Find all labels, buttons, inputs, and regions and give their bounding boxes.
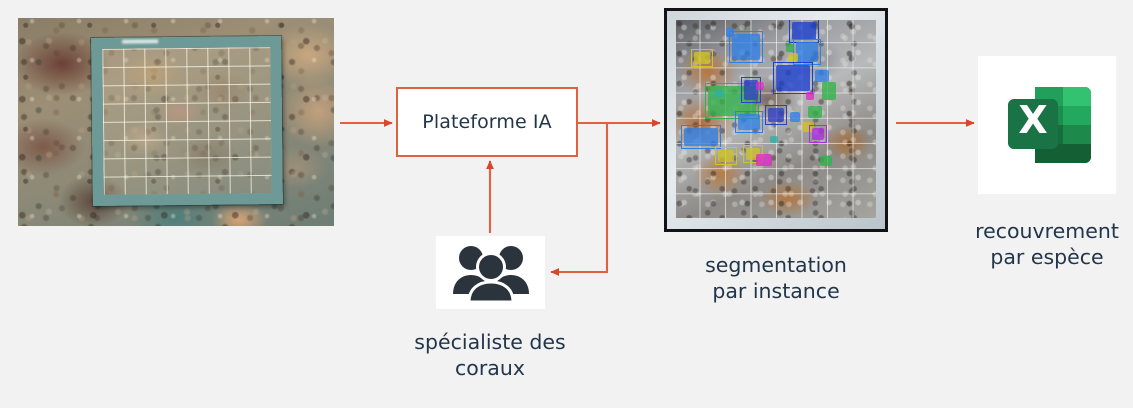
segmentation-mask: [768, 108, 784, 122]
segmentation-mask: [726, 28, 734, 37]
specialist-caption: spécialiste des coraux: [414, 330, 566, 380]
segmentation-mask: [796, 42, 818, 62]
excel-node[interactable]: X: [978, 56, 1116, 194]
segmentation-mask: [815, 70, 829, 82]
segmentation-mask: [822, 82, 836, 100]
segmentation-mask: [792, 22, 816, 40]
segmentation-mask: [820, 156, 832, 166]
segmentation-mask: [770, 136, 778, 143]
segmentation-bounding-box: [735, 111, 763, 133]
segmentation-mask: [786, 44, 794, 52]
excel-letter: X: [1018, 98, 1047, 142]
segmentation-mask: [806, 92, 814, 100]
segmentation-mask: [756, 154, 772, 166]
segmentation-mask: [812, 128, 824, 140]
segmentation-mask: [788, 53, 798, 62]
excel-icon: X: [1008, 87, 1091, 163]
segmentation-bounding-box: [809, 125, 827, 143]
platform-label: Plateforme IA: [422, 111, 552, 133]
segmentation-mask: [714, 90, 724, 97]
segmentation-photo: [676, 20, 876, 218]
specialist-node[interactable]: [436, 236, 545, 309]
frame-highlight: [122, 39, 159, 44]
segmentation-bounding-box: [705, 83, 759, 119]
quadrat-metal-frame: [91, 36, 283, 206]
segmentation-bounding-box: [729, 31, 763, 63]
segmentation-mask: [790, 112, 800, 122]
segmentation-bounding-box: [793, 39, 821, 65]
segmentation-mask: [776, 65, 810, 91]
segmentation-bounding-box: [681, 125, 721, 149]
platform-node[interactable]: Plateforme IA: [396, 87, 578, 157]
segmentation-mask: [802, 122, 814, 132]
segmentation-mask: [756, 82, 764, 90]
segmentation-mask: [718, 150, 734, 162]
segmentation-mask: [744, 80, 758, 100]
segmentation-bounding-box: [691, 49, 713, 67]
segmentation-mask: [738, 114, 760, 130]
segmentation-bounding-box: [741, 77, 761, 103]
segmentation-mask: [732, 34, 760, 60]
segmentation-caption: segmentation par instance: [705, 253, 847, 303]
coral-reef-quadrat-photo: [18, 18, 334, 226]
segmentation-bounding-box: [765, 105, 787, 125]
segmentation-mask: [694, 52, 710, 64]
segmentation-mask: [684, 128, 718, 146]
segmentation-mask: [808, 106, 822, 118]
segmentation-bounding-box: [773, 62, 813, 94]
people-group-icon: [452, 245, 529, 302]
segmentation-bounding-box: [715, 147, 737, 165]
excel-caption: recouvrement par espèce: [975, 219, 1119, 269]
segmentation-frame: [667, 11, 885, 229]
instance-segmentation-image: [664, 8, 888, 232]
